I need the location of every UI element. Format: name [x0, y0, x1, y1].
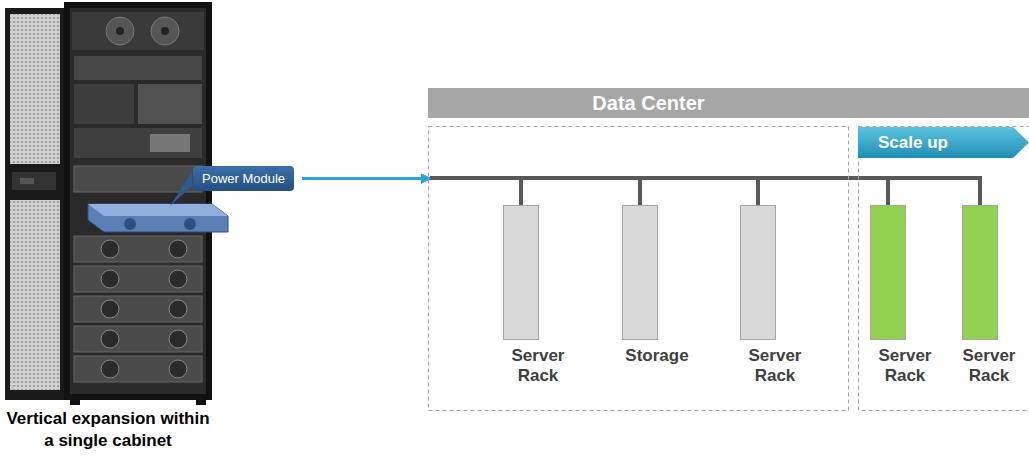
node-label: Scale up: [878, 133, 948, 153]
power-feed: [302, 178, 888, 205]
rack-label: Storage: [622, 346, 692, 366]
rack-unit: Server Rack: [954, 205, 1024, 387]
rack-body: [503, 205, 539, 340]
power-feed: [302, 178, 521, 205]
caption-label: Vertical expansion within a single cabin…: [4, 408, 212, 452]
power-feed: [302, 178, 980, 205]
rack-body: [740, 205, 776, 340]
rack-unit: Server Rack: [870, 205, 940, 387]
callout-box: Power Module: [193, 166, 294, 191]
rack-label: Server Rack: [870, 346, 940, 387]
node-label: Data Center: [592, 92, 704, 115]
node-label: Power Module: [202, 171, 285, 186]
power-feed: [302, 178, 758, 205]
rack-unit: Storage: [622, 205, 692, 366]
scale-arrow: Scale up: [858, 127, 1029, 158]
rack-body: [622, 205, 658, 340]
power-feed: [302, 178, 640, 205]
rack-label: Server Rack: [740, 346, 810, 387]
rack-label: Server Rack: [503, 346, 573, 387]
rack-body: [962, 205, 998, 340]
rack-unit: Server Rack: [503, 205, 573, 387]
header-band: Data Center: [428, 88, 1029, 118]
rack-unit: Server Rack: [740, 205, 810, 387]
rack-body: [870, 205, 906, 340]
rack-label: Server Rack: [954, 346, 1024, 387]
